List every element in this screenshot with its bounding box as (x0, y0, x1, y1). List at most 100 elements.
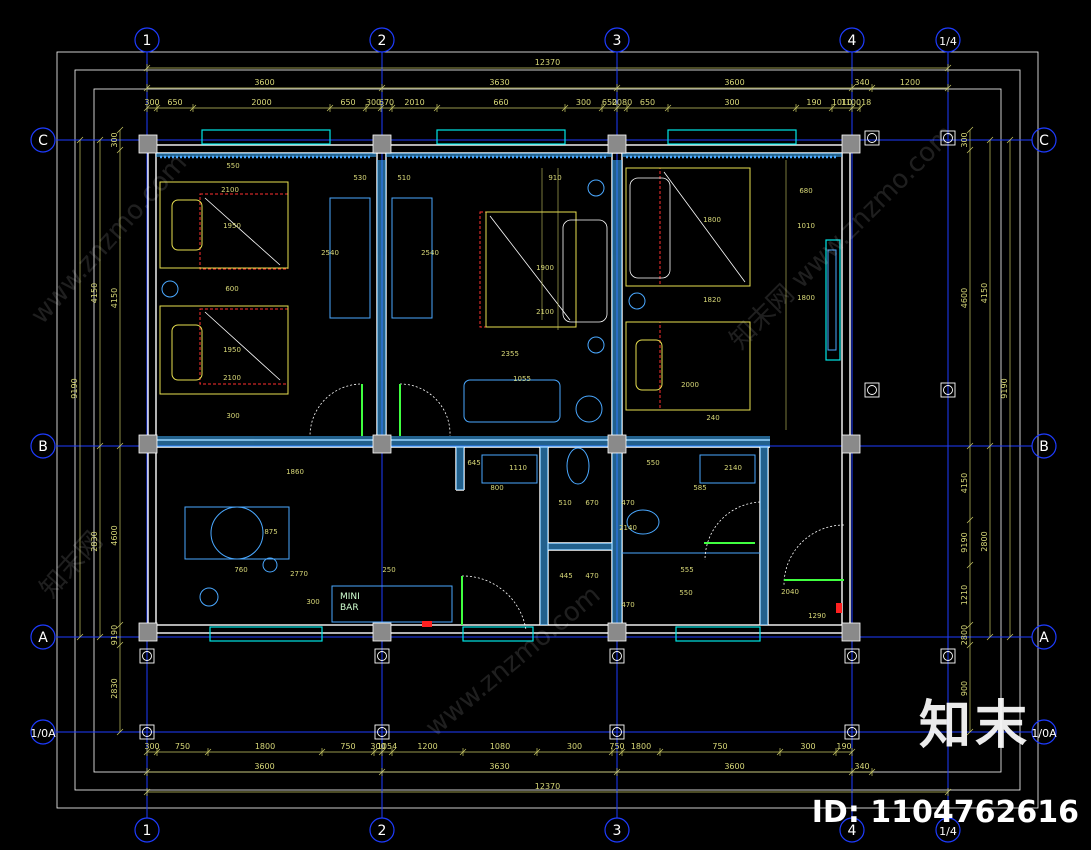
left-mid-text-0: 4150 (90, 283, 99, 303)
top-detail-text-10: 2080 (612, 98, 632, 107)
left-detail-tick-2 (116, 442, 124, 450)
interior-dim-25: 585 (693, 484, 706, 492)
minibar-counter (331, 585, 453, 623)
right-detail-tick-4 (966, 561, 974, 569)
left-mid-text-1: 2830 (90, 531, 99, 551)
top-bays-text-3: 340 (854, 78, 869, 87)
furniture (161, 179, 837, 623)
interior-dim-16: 1055 (513, 375, 531, 383)
pile-box-7 (844, 648, 860, 664)
interior-dim-27: 510 (558, 499, 571, 507)
pile-circle-8 (943, 651, 953, 661)
interior-dim-38: 250 (382, 566, 395, 574)
interior-dim-23: 800 (490, 484, 503, 492)
right-overall-text-0: 9190 (1000, 378, 1009, 398)
interior-dim-30: 555 (680, 566, 693, 574)
right-mid-tick-2 (986, 633, 994, 641)
grid-label-col-3-1: 4 (848, 823, 857, 839)
left-mid-tick-0 (96, 136, 104, 144)
bottom-detail-text-12: 300 (800, 742, 815, 751)
pile-box-9 (139, 724, 155, 740)
interior-dim-26: 2140 (724, 464, 742, 472)
top-bays-text-1: 3630 (489, 78, 509, 87)
pile-circle-4 (142, 651, 152, 661)
grid-label-col-0-1: 1 (143, 823, 152, 839)
exterior-wall-inner (155, 152, 843, 626)
grid-label-row-3-1: 1/0A (1031, 727, 1057, 740)
bottom-detail-text-2: 1800 (255, 742, 275, 751)
right-detail-text-3: 9190 (960, 532, 969, 552)
interior-dim-7: 510 (397, 174, 410, 182)
pile-box-12 (844, 724, 860, 740)
pile-circle-3 (943, 385, 953, 395)
right-overall-tick-1 (1006, 633, 1014, 641)
grid-label-col-4-0: 1/4 (939, 35, 957, 48)
interior-dim-43: 300 (306, 598, 319, 606)
left-detail-tick-4 (116, 641, 124, 649)
grid-bubble-row-1-0 (30, 433, 56, 459)
right-detail-tick-1 (966, 146, 974, 154)
interior-dim-1: 2100 (221, 186, 239, 194)
grid-bubble-col-4-1 (935, 817, 961, 843)
interior-dim-41: 760 (234, 566, 247, 574)
pile-circle-9 (142, 727, 152, 737)
pile-box-11 (609, 724, 625, 740)
pile-circle-2 (867, 385, 877, 395)
grid-label-row-2-1: A (1039, 630, 1049, 646)
right-detail-tick-7 (966, 728, 974, 736)
grid-label-col-0-0: 1 (143, 33, 152, 49)
grid-label-col-3-0: 4 (848, 33, 857, 49)
grid-label-col-4-1: 1/4 (939, 825, 957, 838)
right-detail-tick-2 (966, 442, 974, 450)
bed-4 (659, 167, 751, 287)
pile-circle-5 (377, 651, 387, 661)
bottom-detail-text-11: 750 (712, 742, 727, 751)
grid-label-col-2-0: 3 (613, 33, 622, 49)
exterior-wall-outer (147, 144, 851, 634)
interior-dim-29: 470 (621, 499, 634, 507)
left-mid-tick-2 (96, 633, 104, 641)
right-mid-text-0: 4150 (980, 283, 989, 303)
right-detail-tick-3 (966, 516, 974, 524)
grid-label-col-1-1: 2 (378, 823, 387, 839)
bottom-bays-text-3: 340 (854, 762, 869, 771)
left-overall-tick-1 (76, 633, 84, 641)
toilet-2 (626, 509, 660, 535)
right-overall-tick-0 (1006, 136, 1014, 144)
interior-dim-3: 600 (225, 285, 238, 293)
grid-label-row-0-0: C (38, 133, 48, 149)
door-swing-3 (461, 575, 527, 631)
grid-bubble-row-3-0 (30, 719, 56, 745)
dining-table (210, 506, 264, 560)
pile-circle-11 (612, 727, 622, 737)
top-detail-text-9: 650 (602, 98, 617, 107)
left-detail-tick-5 (116, 728, 124, 736)
interior-dim-22: 645 (467, 459, 480, 467)
left-detail-tick-1 (116, 146, 124, 154)
interior-dim-15: 2355 (501, 350, 519, 358)
grid-bubble-col-3-1 (839, 817, 865, 843)
top-bays-text-4: 1200 (900, 78, 920, 87)
hatch-b-left (156, 436, 378, 447)
interior-dim-20: 240 (706, 414, 719, 422)
interior-dim-21: 300 (226, 412, 239, 420)
interior-dim-10: 910 (548, 174, 561, 182)
left-detail-tick-3 (116, 621, 124, 629)
interior-dim-12: 1800 (703, 216, 721, 224)
interior-dim-2: 1950 (223, 222, 241, 230)
bottom-detail-text-5: 1054 (377, 742, 397, 751)
bottom-detail-text-6: 1200 (417, 742, 437, 751)
top-detail-text-12: 300 (724, 98, 739, 107)
outer-frame-1 (56, 51, 1039, 809)
right-detail-text-6: 900 (960, 681, 969, 696)
left-mid-tick-1 (96, 442, 104, 450)
pile-circle-7 (847, 651, 857, 661)
interior-dim-13: 2100 (536, 308, 554, 316)
right-detail-text-5: 2800 (960, 625, 969, 645)
right-detail-text-4: 1210 (960, 585, 969, 605)
entry-door-swing (783, 524, 845, 586)
bottom-bays-text-1: 3630 (489, 762, 509, 771)
interior-dim-8: 2540 (321, 249, 339, 257)
top-detail-text-2: 2000 (251, 98, 271, 107)
